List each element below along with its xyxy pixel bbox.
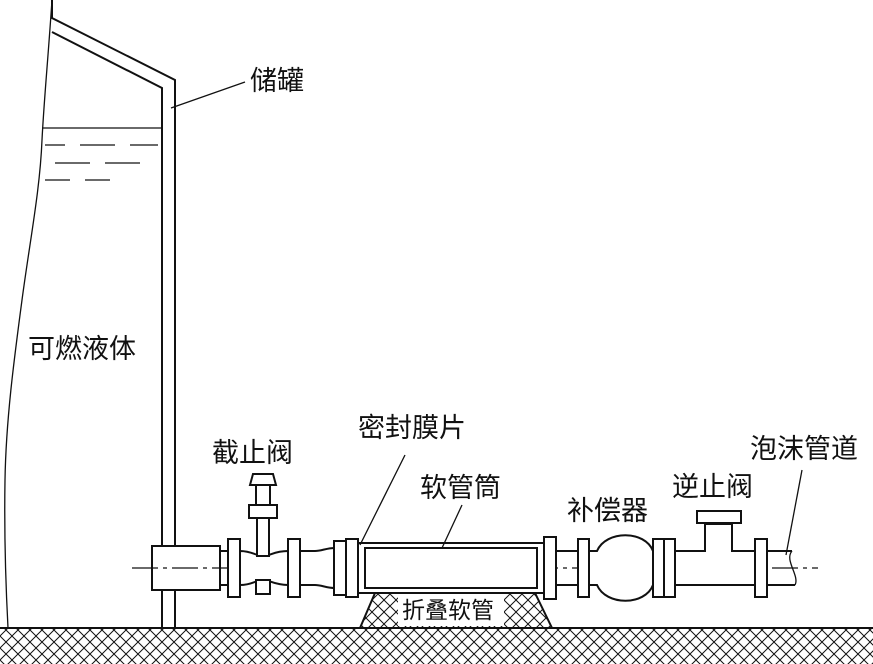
liquid-surface [42, 127, 162, 181]
pipe-to-compensator [556, 550, 578, 586]
check-valve [674, 510, 768, 598]
hose-cylinder [357, 542, 545, 594]
support-base [358, 592, 554, 629]
gate-valve [227, 473, 301, 598]
label-foam-pipe: 泡沫管道 [750, 434, 858, 465]
storage-tank [4, 0, 176, 629]
ground [0, 627, 873, 664]
label-liquid: 可燃液体 [28, 334, 136, 365]
label-hose-cylinder: 软管筒 [420, 473, 501, 504]
label-seal-membrane: 密封膜片 [358, 413, 466, 444]
label-gate-valve: 截止阀 [212, 438, 293, 469]
label-check-valve: 逆止阀 [672, 472, 753, 503]
pipe-segments [220, 550, 228, 586]
reducer [299, 538, 359, 598]
compensator [577, 534, 676, 602]
label-tank: 储罐 [250, 66, 304, 97]
foam-pipe [767, 550, 797, 586]
leader-lines [170, 81, 803, 556]
label-compensator: 补偿器 [567, 496, 648, 527]
flange-right [543, 536, 557, 600]
label-folded-hose: 折叠软管 [402, 598, 494, 624]
